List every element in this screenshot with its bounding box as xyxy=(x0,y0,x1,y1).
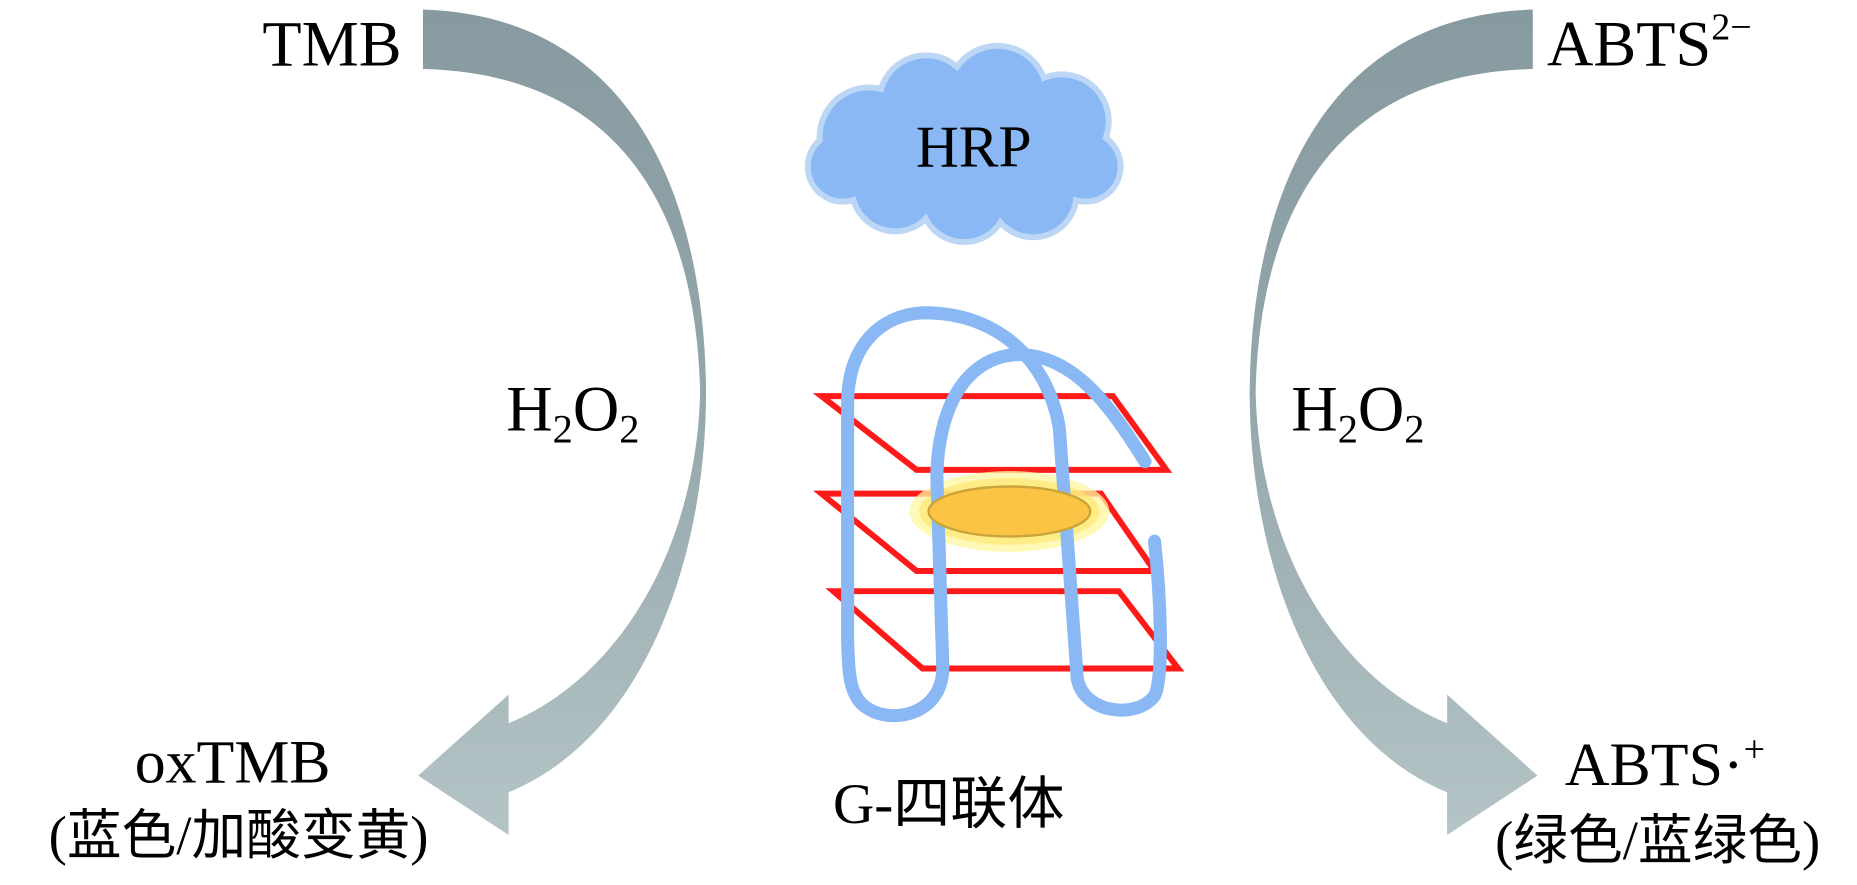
hrp-label: HRP xyxy=(916,114,1032,180)
oxtmb-color-note: (蓝色/加酸变黄) xyxy=(49,805,429,866)
tmb-label: TMB xyxy=(262,8,401,79)
h2o2-right-h: H xyxy=(1291,374,1337,445)
abts-charge: 2− xyxy=(1711,6,1751,48)
right-curved-arrow xyxy=(1249,9,1538,836)
dna-strand xyxy=(841,306,1167,723)
g-quartet-plane-top xyxy=(812,393,1173,473)
abts-radical-main: ABTS· xyxy=(1565,731,1744,799)
abts-main: ABTS xyxy=(1547,8,1711,79)
h2o2-right-sub2: 2 xyxy=(1404,407,1424,452)
h2o2-right-sub1: 2 xyxy=(1338,407,1358,452)
g-quadruplex-label: G-四联体 xyxy=(833,773,1064,836)
abts-radical-label: ABTS·+ xyxy=(1565,728,1765,799)
hrp-cloud: HRP xyxy=(804,42,1124,246)
oxtmb-label: oxTMB xyxy=(135,729,331,797)
abts-label: ABTS2− xyxy=(1547,6,1752,79)
h2o2-left-sub2: 2 xyxy=(619,407,639,452)
h2o2-left-h: H xyxy=(506,374,552,445)
h2o2-left-o: O xyxy=(573,374,619,445)
h2o2-right-o: O xyxy=(1358,374,1404,445)
hemin-icon xyxy=(927,485,1092,538)
h2o2-left-sub1: 2 xyxy=(553,407,573,452)
left-curved-arrow xyxy=(418,9,707,836)
abts-radical-color-note: (绿色/蓝绿色) xyxy=(1495,810,1820,871)
g-quartet-plane-bottom xyxy=(825,588,1185,672)
h2o2-right-label: H2O2 xyxy=(1291,374,1424,452)
h2o2-left-label: H2O2 xyxy=(506,374,639,452)
abts-radical-charge: + xyxy=(1744,728,1765,770)
